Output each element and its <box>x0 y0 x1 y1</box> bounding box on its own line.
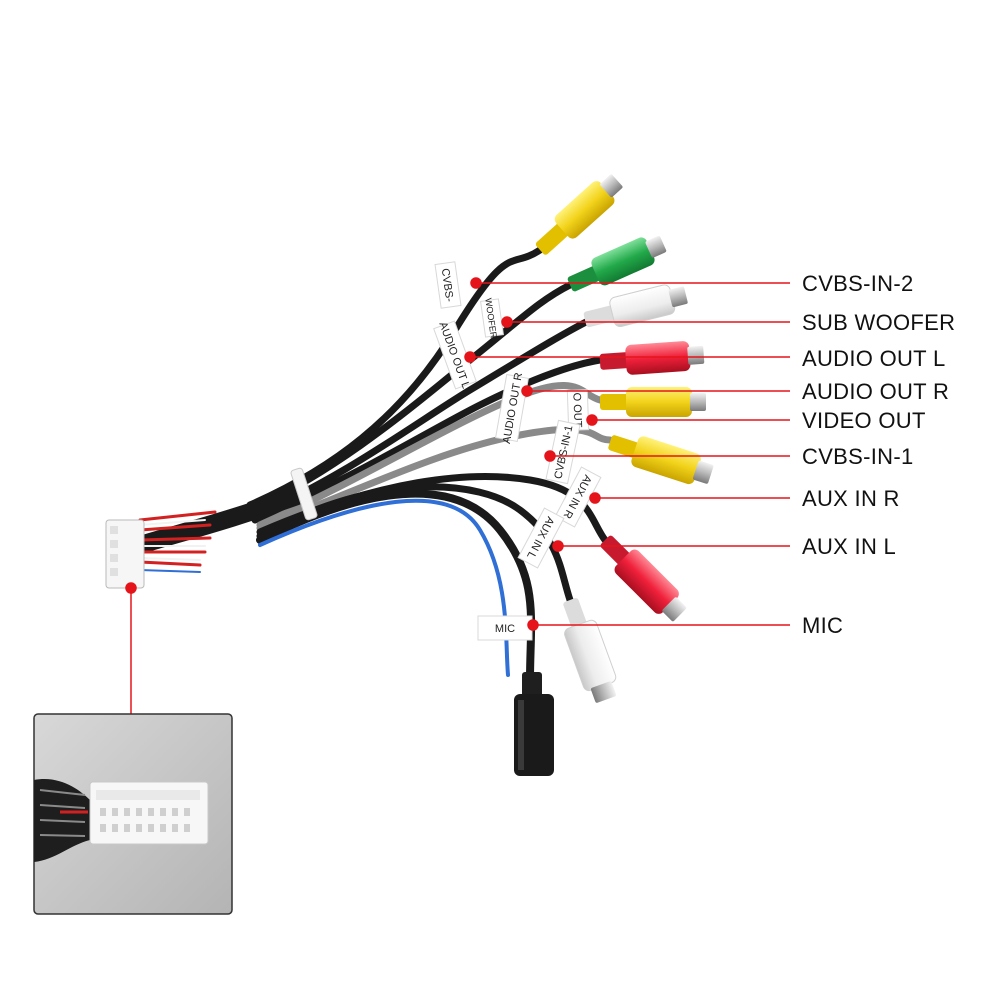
callout-label-cvbs-in-1: CVBS-IN-1 <box>802 444 914 469</box>
trunk-wires-blue <box>139 569 201 573</box>
callout-label-sub-woofer: SUB WOOFER <box>802 310 955 335</box>
callout-dot-audio-out-l <box>464 351 476 363</box>
cable-tag-mic: MIC <box>477 615 533 641</box>
cable-tag-sub-woofer: WOOFER <box>480 297 504 339</box>
callout-dot-sub-woofer <box>501 316 513 328</box>
connector-detail-inset <box>33 713 233 915</box>
callout-label-aux-in-r: AUX IN R <box>802 486 900 511</box>
callout-dot-video-out <box>586 414 598 426</box>
cable-tie <box>290 467 318 521</box>
tag-text: CVBS- <box>439 268 456 303</box>
tag-text: MIC <box>495 623 515 635</box>
plug-cvbs-in-1 <box>608 435 714 485</box>
plug-aux-in-r <box>600 535 687 622</box>
cable-aux-in-l <box>256 483 574 604</box>
plug-cvbs-in-2 <box>535 174 623 255</box>
plug-sub-woofer <box>567 235 667 292</box>
tag-text: O OUT <box>570 392 583 428</box>
cable-cvbs-in-1 <box>256 425 614 532</box>
callout-label-aux-in-l: AUX IN L <box>802 534 896 559</box>
callouts <box>125 277 790 714</box>
callout-dot-aux-in-r <box>589 492 601 504</box>
multi-pin-connector <box>105 519 145 589</box>
plug-audio-out-l <box>583 284 688 328</box>
cable-mic <box>256 489 536 684</box>
trunk-wires <box>138 510 217 567</box>
plug-mic <box>514 672 554 776</box>
callout-label-audio-out-r: AUDIO OUT R <box>802 379 949 404</box>
callout-dot-connector <box>125 582 137 594</box>
callout-dot-aux-in-l <box>552 540 564 552</box>
cable-audio-out-r <box>251 356 604 524</box>
callout-label-video-out: VIDEO OUT <box>802 408 926 433</box>
cable-tag-cvbs-in-2: CVBS- <box>434 261 462 309</box>
callout-labels: CVBS-IN-2 SUB WOOFER AUDIO OUT L AUDIO O… <box>802 271 955 638</box>
cable-tag-cvbs-in-1: CVBS-IN-1 <box>545 419 581 485</box>
plug-aux-in-l <box>563 598 617 703</box>
plug-video-out <box>600 387 706 417</box>
callout-dot-cvbs-in-1 <box>544 450 556 462</box>
callout-label-mic: MIC <box>802 613 843 638</box>
callout-label-audio-out-l: AUDIO OUT L <box>802 346 945 371</box>
callout-dot-cvbs-in-2 <box>470 277 482 289</box>
cable-bundle <box>131 246 614 684</box>
callout-dot-mic <box>527 619 539 631</box>
callout-label-cvbs-in-2: CVBS-IN-2 <box>802 271 914 296</box>
cable-audio-out-l <box>251 316 594 519</box>
callout-dot-audio-out-r <box>521 385 533 397</box>
plug-audio-out-r <box>599 341 705 375</box>
trunk-wires-white <box>139 519 206 561</box>
